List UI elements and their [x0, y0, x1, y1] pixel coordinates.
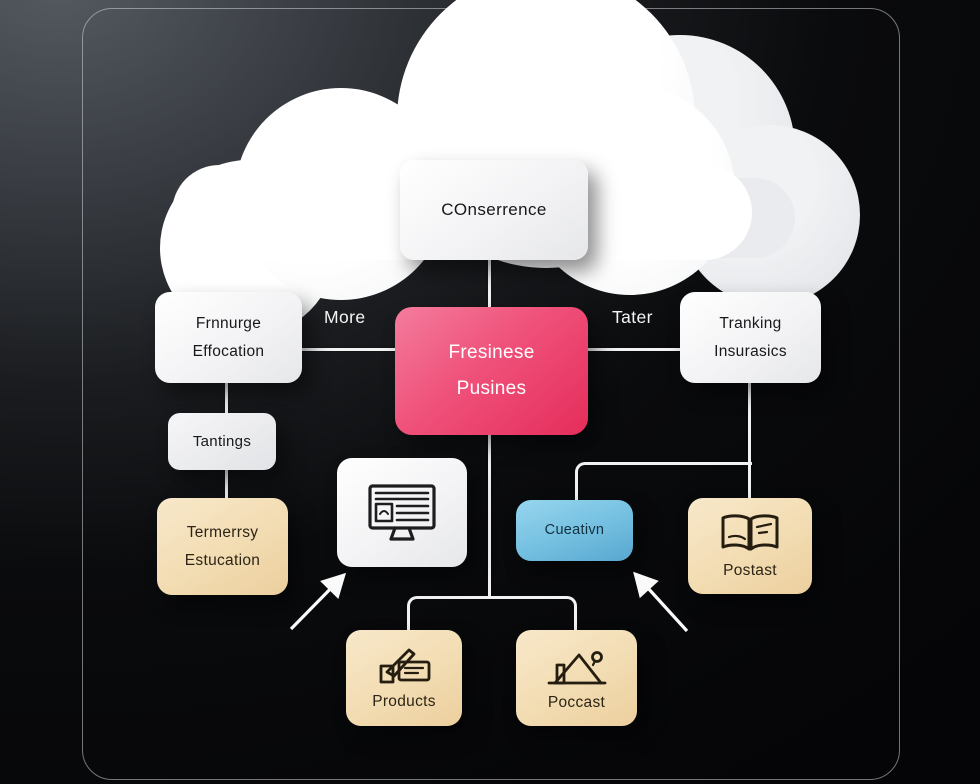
node-termersy-line2: Estucation: [184, 551, 261, 569]
node-postast: Postast: [688, 498, 812, 594]
edge-left-to-tantings: [225, 383, 228, 413]
mountain-icon: [547, 650, 606, 684]
product-card-icon: [379, 648, 431, 683]
node-right-line2: Insurasics: [714, 342, 787, 360]
node-left: Frnnurge Effocation: [155, 292, 302, 383]
edge-cloud-to-center: [488, 258, 491, 308]
edge-tantings-to-termersy: [225, 470, 228, 498]
node-poccast: Poccast: [516, 630, 637, 726]
node-tantings: Tantings: [168, 413, 276, 470]
node-postast-label: Postast: [723, 561, 777, 579]
node-center-business: Fresinese Pusines: [395, 307, 588, 435]
node-products: Products: [346, 630, 462, 726]
edge-label-more: More: [324, 307, 366, 327]
edge-bottom-split: [407, 596, 577, 633]
node-left-line2: Effocation: [192, 342, 265, 360]
edge-left-to-center: [302, 348, 395, 351]
node-poccast-label: Poccast: [547, 693, 606, 711]
node-conserrence: COnserrence: [400, 160, 588, 260]
edge-center-down: [488, 435, 491, 599]
node-products-label: Products: [372, 692, 436, 710]
node-center-line1: Fresinese: [448, 341, 535, 363]
node-right: Tranking Insurasics: [680, 292, 821, 383]
edge-center-to-right: [588, 348, 680, 351]
node-cueativn-label: Cueativn: [544, 521, 605, 538]
monitor-icon: [368, 483, 436, 541]
open-book-icon: [721, 513, 779, 550]
node-tantings-label: Tantings: [192, 432, 252, 450]
node-cueativn: Cueativn: [516, 500, 633, 561]
node-monitor: [337, 458, 467, 567]
node-center-line2: Pusines: [456, 378, 527, 399]
node-conserrence-label: COnserrence: [441, 200, 547, 219]
node-left-line1: Frnnurge: [195, 315, 262, 333]
node-termersy: Termerrsy Estucation: [157, 498, 288, 595]
edge-label-tater: Tater: [612, 307, 653, 327]
node-right-line1: Tranking: [719, 315, 782, 333]
edge-right-to-postast: [748, 383, 751, 498]
node-termersy-line1: Termerrsy: [186, 524, 259, 542]
edge-right-to-cueativn: [575, 462, 752, 503]
